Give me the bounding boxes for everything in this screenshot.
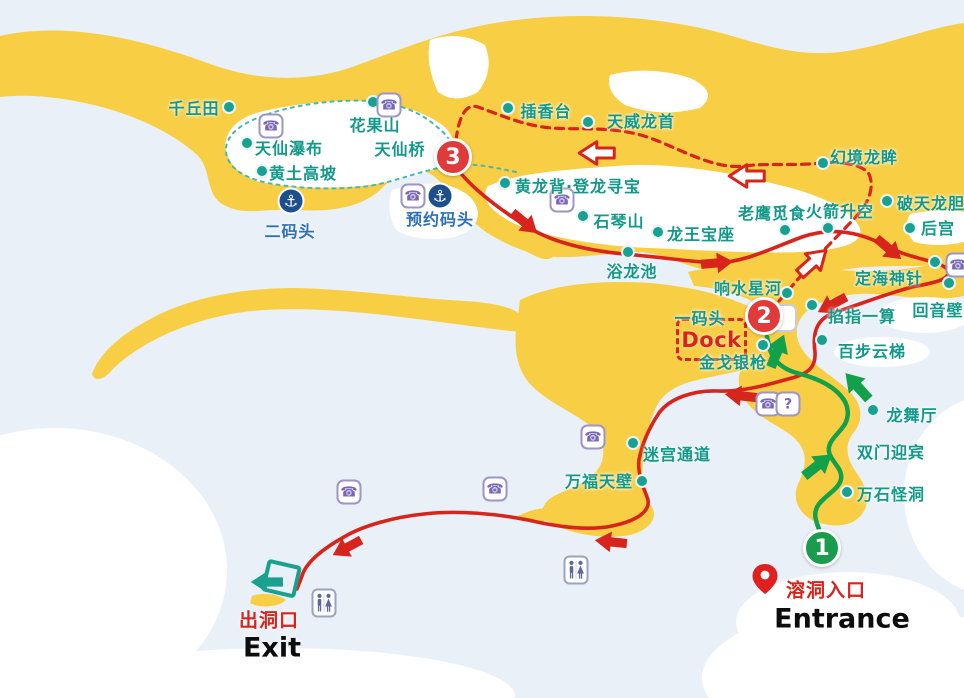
dock-anchor-icon: ⚓: [426, 182, 454, 210]
phone-icon: ☎: [400, 183, 426, 209]
help-icon: ?: [775, 391, 801, 417]
map-label: 迷宫通道: [642, 445, 712, 464]
attraction-dot: [240, 136, 254, 150]
route-stop-marker: 1: [803, 529, 841, 567]
map-label: 万福天壁: [564, 472, 634, 491]
phone-icon: ☎: [549, 187, 575, 213]
map-label: 定海神针: [854, 269, 924, 288]
attraction-dot: [621, 245, 635, 259]
restroom-glyph: [569, 560, 584, 579]
entrance-route-green: [764, 334, 851, 537]
map-label: 石琴山: [593, 212, 645, 231]
map-label: 花果山: [349, 116, 401, 135]
attraction-dot: [501, 101, 515, 115]
map-label: 幻境龙眸: [829, 148, 899, 167]
attraction-dot: [866, 403, 880, 417]
attraction-dot: [942, 276, 956, 290]
attraction-dot: [880, 194, 894, 208]
map-label: 出洞口: [238, 609, 300, 632]
dock-anchor-icon: ⚓: [277, 187, 305, 215]
map-label: 天仙瀑布: [254, 139, 324, 158]
exit-gate-symbol: [250, 559, 302, 598]
phone-icon: ☎: [336, 479, 362, 505]
map-label: 响水星河: [713, 279, 783, 298]
attraction-dot: [255, 164, 269, 178]
attraction-dot: [222, 100, 236, 114]
map-label: 万石怪洞: [856, 485, 926, 504]
dock-label: Dock: [681, 327, 742, 352]
map-label: Exit: [242, 632, 302, 664]
attraction-dot: [816, 156, 830, 170]
map-label: 后宫: [920, 219, 956, 238]
cave-interiors: [225, 36, 964, 367]
entrance-pin-icon: [751, 562, 779, 600]
map-label: 插香台: [520, 102, 572, 121]
attraction-dot: [651, 225, 665, 239]
map-label: 双门迎宾: [856, 443, 926, 462]
map-label: 掐指一算: [827, 307, 897, 326]
map-label: Entrance: [774, 603, 910, 635]
white-ground-blobs: [0, 400, 964, 698]
phone-icon: ☎: [376, 92, 402, 118]
attraction-dot: [581, 115, 595, 129]
map-label: 一码头: [674, 309, 726, 328]
map-label: 黄土高坡: [268, 164, 338, 183]
attraction-dot: [756, 338, 770, 352]
map-label: 回音壁: [912, 301, 964, 320]
phone-icon: ☎: [945, 252, 964, 278]
map-label: 百步云梯: [837, 342, 907, 361]
attraction-dot: [805, 298, 819, 312]
map-label: 预约码头: [405, 210, 475, 229]
attraction-dot: [498, 176, 512, 190]
map-label: 溶洞入口: [785, 579, 867, 602]
dock-callout-box: Dock: [676, 318, 747, 361]
phone-icon: ☎: [580, 424, 606, 450]
map-label: 二码头: [264, 222, 316, 241]
phone-icon: ☎: [258, 113, 284, 139]
map-label: 天威龙首: [606, 112, 676, 131]
upper-level-dotted-trail: [224, 99, 517, 190]
attraction-dot: [780, 286, 794, 300]
map-label: 龙王宝座: [666, 225, 736, 244]
attraction-dot: [928, 255, 942, 269]
map-label: 千丘田: [168, 99, 220, 118]
pin-glyph: [752, 564, 778, 594]
map-label: 浴龙池: [606, 262, 658, 281]
restroom-icon: [311, 588, 337, 618]
attraction-dot: [626, 436, 640, 450]
map-label: 火箭升空: [805, 202, 875, 221]
route-stop-marker: 3: [434, 138, 472, 176]
attraction-dot: [821, 221, 835, 235]
attraction-dot: [903, 221, 917, 235]
map-label: 破天龙胆: [896, 194, 964, 213]
attraction-dot: [635, 474, 649, 488]
boat-route-dashed: [454, 104, 873, 303]
map-label: 黄龙背·登龙寻宝: [514, 177, 642, 196]
map-label: 龙舞厅: [886, 406, 938, 425]
attraction-dot: [576, 209, 590, 223]
attraction-dot: [778, 223, 792, 237]
route-stop-marker: 2: [745, 297, 783, 335]
map-label: 金戈银枪: [698, 353, 768, 372]
map-label: 天仙桥: [374, 140, 426, 159]
restroom-glyph: [317, 593, 332, 612]
attraction-dot: [815, 333, 829, 347]
attraction-dot: [840, 485, 854, 499]
restroom-icon: [563, 555, 589, 585]
phone-icon: ☎: [482, 476, 508, 502]
map-label: 老鹰觅食: [737, 204, 807, 223]
